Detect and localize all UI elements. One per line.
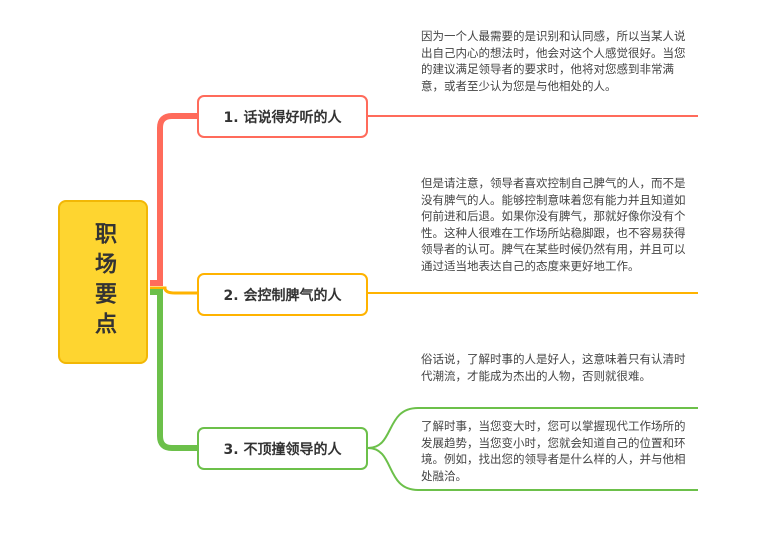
- connector-green: [150, 289, 197, 451]
- branch-3[interactable]: 3. 不顶撞领导的人: [197, 427, 368, 470]
- central-topic-label: 职场要点: [91, 222, 116, 342]
- branch-1[interactable]: 1. 话说得好听的人: [197, 95, 368, 138]
- underline-3a: [367, 407, 698, 449]
- connector-red: [150, 113, 197, 286]
- underline-3b: [367, 447, 698, 491]
- note-2[interactable]: 但是请注意，领导者喜欢控制自己脾气的人，而不是没有脾气的人。能够控制意味着您有能…: [421, 176, 686, 273]
- note-1[interactable]: 因为一个人最需要的是识别和认同感，所以当某人说出自己内心的想法时，他会对这个人感…: [421, 29, 686, 93]
- central-topic[interactable]: 职场要点: [58, 200, 148, 364]
- connector-orange: [150, 286, 197, 295]
- note-3b[interactable]: 了解时事，当您变大时，您可以掌握现代工作场所的发展趋势，当您变小时，您就会知道自…: [421, 419, 686, 483]
- note-3a[interactable]: 俗话说，了解时事的人是好人，这意味着只有认清时代潮流，才能成为杰出的人物，否则就…: [421, 352, 686, 383]
- branch-2[interactable]: 2. 会控制脾气的人: [197, 273, 368, 316]
